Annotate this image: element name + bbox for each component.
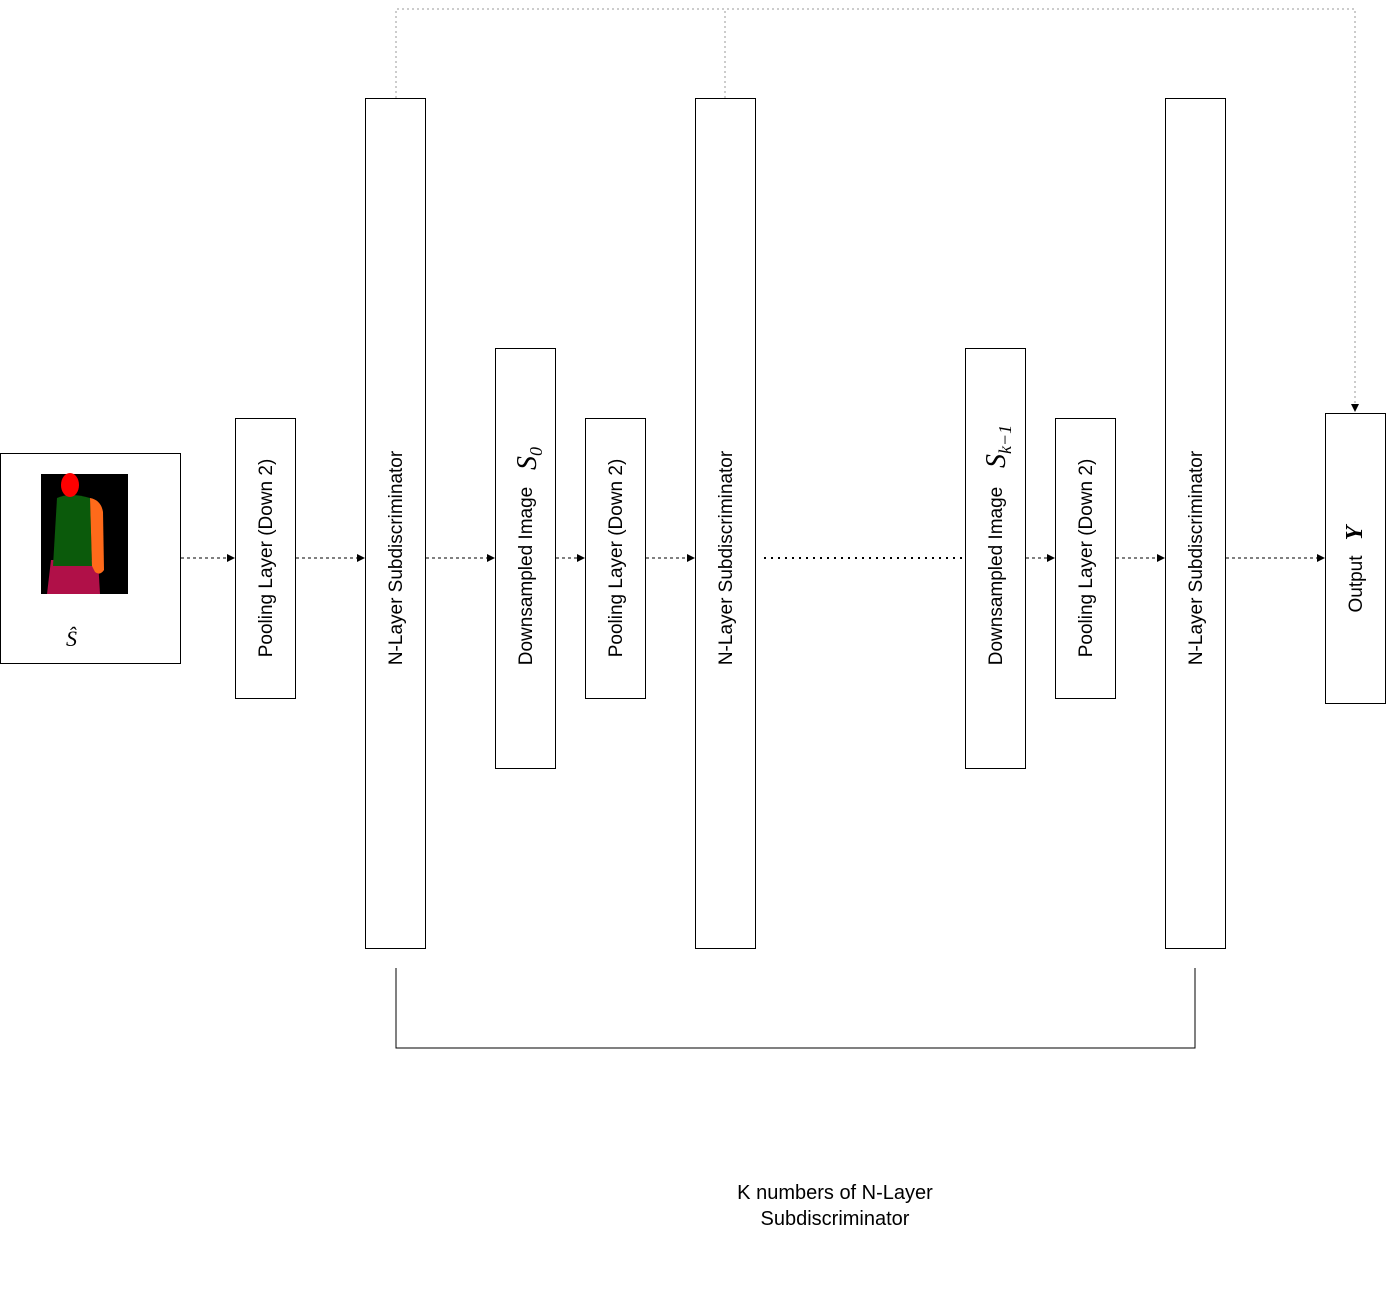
input-symbol: Ŝ xyxy=(66,626,77,651)
grouping-bracket xyxy=(395,968,1196,1049)
s0-symbol: S0 xyxy=(512,447,546,470)
pooling-layer-3: Pooling Layer (Down 2) xyxy=(1055,418,1116,699)
sk-1-symbol: Sk−1 xyxy=(981,425,1015,468)
pooling-layer-1: Pooling Layer (Down 2) xyxy=(235,418,296,699)
output-symbol: Y xyxy=(1342,523,1368,540)
downsampled-1-label: Downsampled Image xyxy=(516,487,537,665)
output-label: Output xyxy=(1346,555,1367,613)
segmentation-map-image xyxy=(41,473,128,594)
pooling-layer-2: Pooling Layer (Down 2) xyxy=(585,418,646,699)
downsampled-image-sk-1: Downsampled Image Sk−1 xyxy=(965,348,1026,769)
downsampled-2-label: Downsampled Image xyxy=(986,487,1007,665)
n-layer-subdiscriminator-1: N-Layer Subdiscriminator xyxy=(365,98,426,949)
bracket-caption: K numbers of N-Layer Subdiscriminator xyxy=(737,1182,933,1230)
n-layer-subdiscriminator-3: N-Layer Subdiscriminator xyxy=(1165,98,1226,949)
n-layer-subdiscriminator-2: N-Layer Subdiscriminator xyxy=(695,98,756,949)
downsampled-image-s0: Downsampled Image S0 xyxy=(495,348,556,769)
n-layer-3-label: N-Layer Subdiscriminator xyxy=(1186,450,1207,665)
n-layer-2-label: N-Layer Subdiscriminator xyxy=(716,450,737,665)
pooling-layer-3-label: Pooling Layer (Down 2) xyxy=(1076,459,1097,658)
input-image-block: Ŝ xyxy=(0,453,181,664)
pooling-layer-1-label: Pooling Layer (Down 2) xyxy=(256,459,277,658)
pooling-layer-2-label: Pooling Layer (Down 2) xyxy=(606,459,627,658)
output-block: Output Y xyxy=(1325,413,1386,704)
n-layer-1-label: N-Layer Subdiscriminator xyxy=(386,450,407,665)
